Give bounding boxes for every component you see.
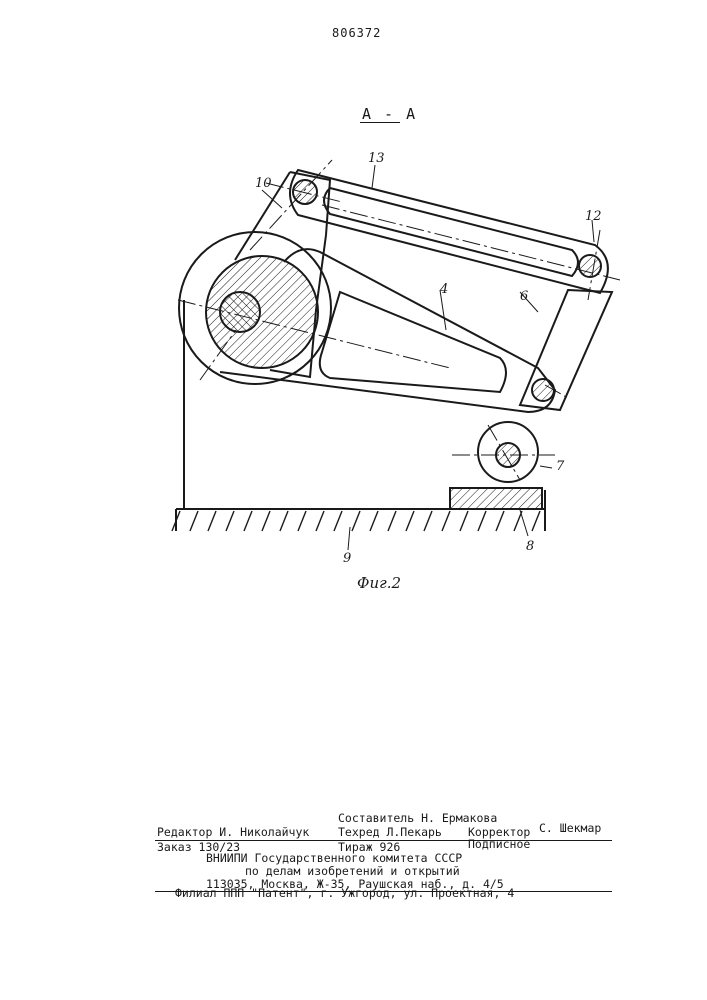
label-7: 7 xyxy=(556,459,565,474)
label-13: 13 xyxy=(368,151,385,166)
label-4: 4 xyxy=(439,282,448,297)
label-8: 8 xyxy=(526,539,534,554)
ground-hatch xyxy=(172,511,540,531)
support-block-8 xyxy=(450,488,542,509)
imprint-subscription: Подписное xyxy=(468,838,530,851)
imprint-corrector-name: С. Шекмар xyxy=(539,822,601,835)
imprint-editor: Редактор И. Николайчук xyxy=(157,826,309,839)
pin-6-lower xyxy=(532,379,554,401)
pin-12 xyxy=(579,255,601,277)
label-10: 10 xyxy=(255,176,272,191)
link-13-outline xyxy=(290,170,608,293)
inner-pin xyxy=(220,292,260,332)
imprint-techred: Техред Л.Пекарь xyxy=(338,826,442,839)
figure-caption: Фиг.2 xyxy=(357,574,401,592)
imprint-branch: Филиал ППП "Патент", г. Ужгород, ул. Про… xyxy=(175,887,514,900)
imprint-compiler: Составитель Н. Ермакова xyxy=(338,812,497,825)
label-12: 12 xyxy=(585,209,602,224)
label-6: 6 xyxy=(520,289,528,304)
pin-10-upper xyxy=(293,180,317,204)
label-9: 9 xyxy=(343,551,351,566)
